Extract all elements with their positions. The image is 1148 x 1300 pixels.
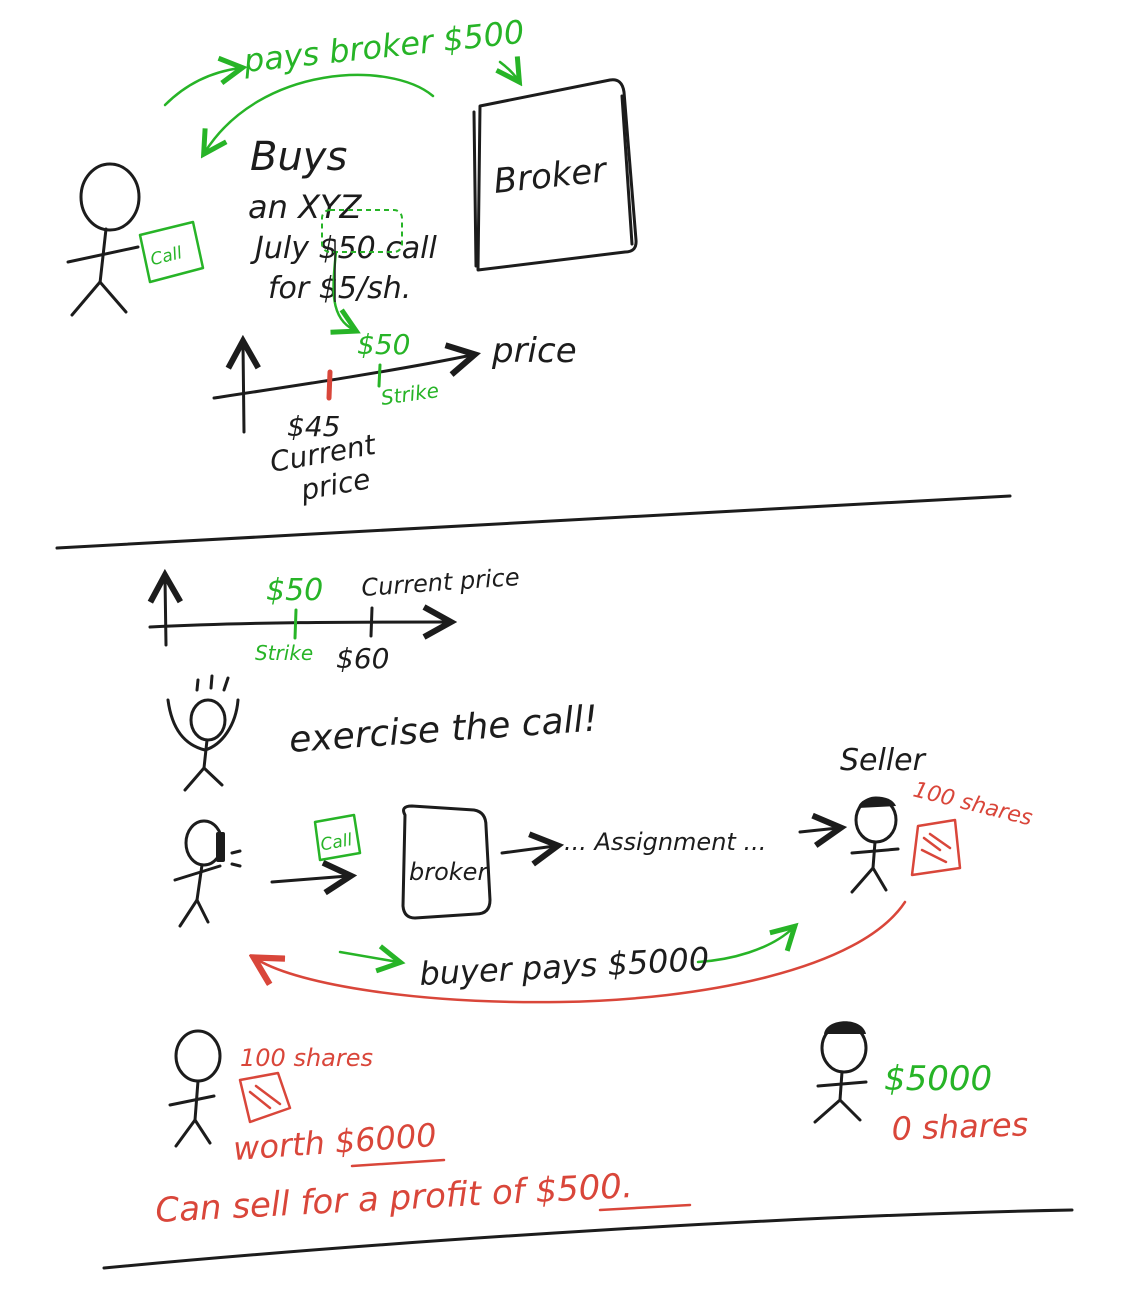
strike-tick-bottom — [293, 608, 298, 640]
call-card-label: Call — [149, 243, 185, 270]
seller-stick-figure — [850, 796, 900, 894]
seller-cash-text: $5000 — [884, 1059, 992, 1099]
worth-text: worth $6000 — [232, 1116, 438, 1168]
seller-after-text: 0 shares — [891, 1105, 1029, 1148]
shares-transfer-arrow — [258, 900, 907, 1004]
trade-line-2: an XYZ — [248, 188, 363, 226]
payment-arrow-right — [696, 928, 793, 964]
buyer-certificate-icon — [238, 1071, 292, 1124]
assignment-arrow-in — [500, 846, 555, 853]
strike-highlight-box — [321, 209, 403, 253]
call-card-bottom: Call — [313, 813, 362, 862]
current-price-tick-bottom — [369, 606, 374, 638]
exercise-text: exercise the call! — [288, 698, 599, 760]
final-buyer-stick-figure — [168, 1029, 222, 1148]
top-price-axis: price $50 Strike $45 Current price — [212, 328, 577, 507]
pays-broker-arrows — [163, 62, 518, 152]
bottom-price-axis: $50 Strike Current price $60 — [150, 563, 520, 675]
call-card-bottom-label: Call — [319, 830, 354, 855]
seller-label: Seller — [840, 743, 927, 778]
profit-underline — [598, 1203, 692, 1212]
final-seller-stick-figure — [813, 1021, 868, 1124]
broker-bottom-label: broker — [409, 858, 489, 886]
broker-box-bottom: broker — [401, 804, 492, 920]
current-price-tick — [326, 369, 333, 401]
buyer-shares-label: 100 shares — [240, 1044, 373, 1072]
bottom-axis-current-label: Current price — [360, 563, 520, 602]
trade-line-4: for $5/sh. — [268, 271, 411, 306]
bottom-axis-strike-label: Strike — [255, 641, 313, 665]
pays-broker-text: pays broker $500 — [241, 13, 526, 80]
buyer-stick-figure — [66, 162, 141, 317]
phone-stick-figure — [173, 819, 242, 928]
to-broker-arrow — [270, 876, 348, 882]
assignment-arrow-out — [798, 828, 838, 832]
worth-underline — [350, 1158, 446, 1168]
phone-icon — [216, 832, 225, 862]
section-divider-1 — [55, 494, 1012, 550]
section-divider-2 — [102, 1208, 1074, 1270]
share-certificate-icon — [910, 818, 962, 877]
bottom-axis-current-value: $60 — [336, 642, 389, 675]
profit-text: Can sell for a profit of $500. — [154, 1166, 633, 1231]
broker-label: Broker — [492, 150, 610, 202]
payment-text: buyer pays $5000 — [418, 940, 710, 993]
cheering-stick-figure — [166, 674, 240, 792]
call-card: Call — [138, 220, 205, 284]
axis-current-value: $45 — [287, 410, 340, 443]
axis-strike-label: Strike — [379, 378, 440, 410]
strike-tick — [377, 363, 382, 388]
bottom-axis-strike-value: $50 — [266, 573, 323, 608]
payment-arrow-left — [338, 952, 398, 962]
axis-price-label: price — [491, 331, 577, 371]
assignment-text: ... Assignment ... — [564, 828, 766, 856]
trade-line-1: Buys — [250, 134, 347, 180]
broker-box: Broker — [472, 78, 638, 272]
axis-strike-value: $50 — [357, 328, 410, 361]
trade-line-3: July $50 call — [250, 231, 437, 266]
trade-description: Buys an XYZ July $50 call for $5/sh. — [248, 134, 437, 306]
